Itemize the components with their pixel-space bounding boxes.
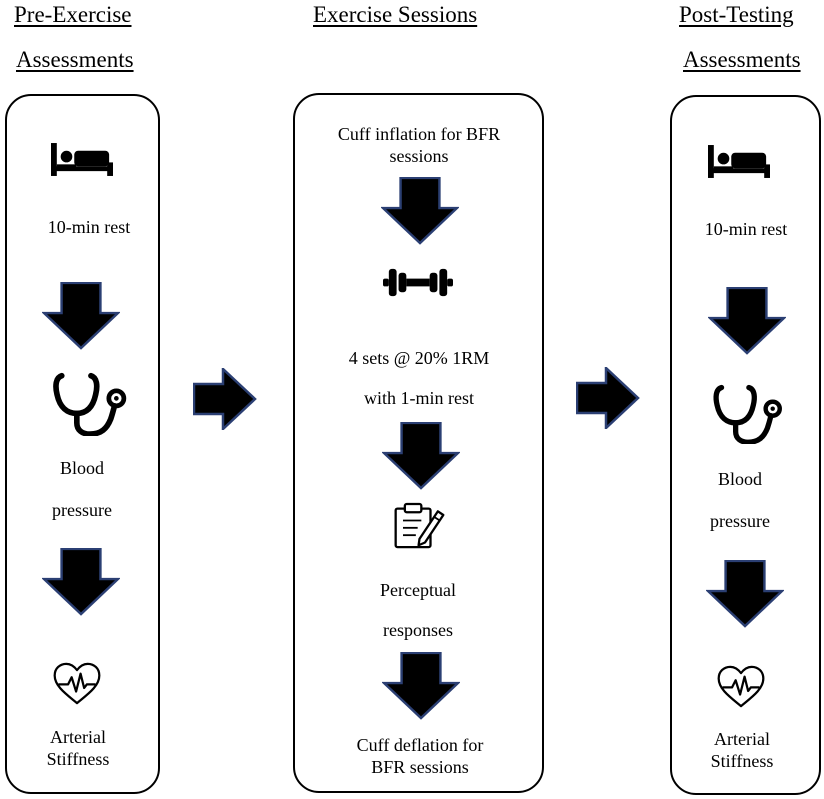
exercise-down-arrow-2 — [382, 422, 460, 490]
exercise-down-arrow-1 — [381, 177, 459, 245]
bed-icon — [708, 145, 770, 178]
exercise-sessions-heading: Exercise Sessions — [313, 2, 478, 27]
post-stiffness-label-line2: Stiffness — [710, 751, 774, 771]
post-testing-heading-line2: Assessments — [683, 47, 801, 72]
right-arrow-2 — [576, 367, 640, 429]
cuff-inflation-label-line2: sessions — [389, 146, 449, 166]
dumbbell-icon — [383, 265, 453, 300]
pre-exercise-heading-line1: Pre-Exercise — [14, 2, 132, 27]
clipboard-pencil-icon — [392, 502, 447, 550]
stethoscope-icon — [712, 384, 784, 444]
pre-stiffness-label-line1: Arterial — [50, 727, 106, 747]
stethoscope-icon — [52, 372, 128, 436]
pre-exercise-heading-line2: Assessments — [16, 47, 134, 72]
post-testing-panel — [670, 95, 821, 795]
pre-stiffness-label-line2: Stiffness — [46, 749, 110, 769]
exercise-down-arrow-3 — [382, 652, 460, 720]
heart-pulse-icon — [52, 661, 102, 706]
post-bp-label-line1: Blood — [717, 469, 763, 489]
right-arrow-1 — [193, 368, 257, 430]
post-rest-label: 10-min rest — [704, 219, 788, 239]
pre-rest-label: 10-min rest — [47, 217, 131, 237]
perceptual-label-line1: Perceptual — [380, 580, 456, 600]
sets-label-line1: 4 sets @ 20% 1RM — [348, 348, 490, 368]
pre-down-arrow-1 — [42, 282, 120, 350]
pre-bp-label-line1: Blood — [59, 458, 105, 478]
pre-exercise-panel — [5, 94, 160, 794]
exercise-sessions-panel — [293, 93, 544, 793]
bed-icon — [51, 143, 113, 176]
post-testing-heading-line1: Post-Testing — [679, 2, 794, 27]
perceptual-label-line2: responses — [383, 620, 453, 640]
sets-label-line2: with 1-min rest — [364, 388, 474, 408]
heart-pulse-icon — [716, 664, 766, 709]
cuff-deflation-label-line1: Cuff deflation for — [356, 735, 484, 755]
post-bp-label-line2: pressure — [710, 511, 770, 531]
post-stiffness-label-line1: Arterial — [714, 729, 770, 749]
pre-bp-label-line2: pressure — [52, 500, 112, 520]
post-down-arrow-1 — [708, 287, 786, 355]
post-down-arrow-2 — [706, 560, 784, 628]
pre-down-arrow-2 — [42, 548, 120, 616]
cuff-inflation-label-line1: Cuff inflation for BFR — [337, 124, 501, 144]
cuff-deflation-label-line2: BFR sessions — [371, 757, 469, 777]
